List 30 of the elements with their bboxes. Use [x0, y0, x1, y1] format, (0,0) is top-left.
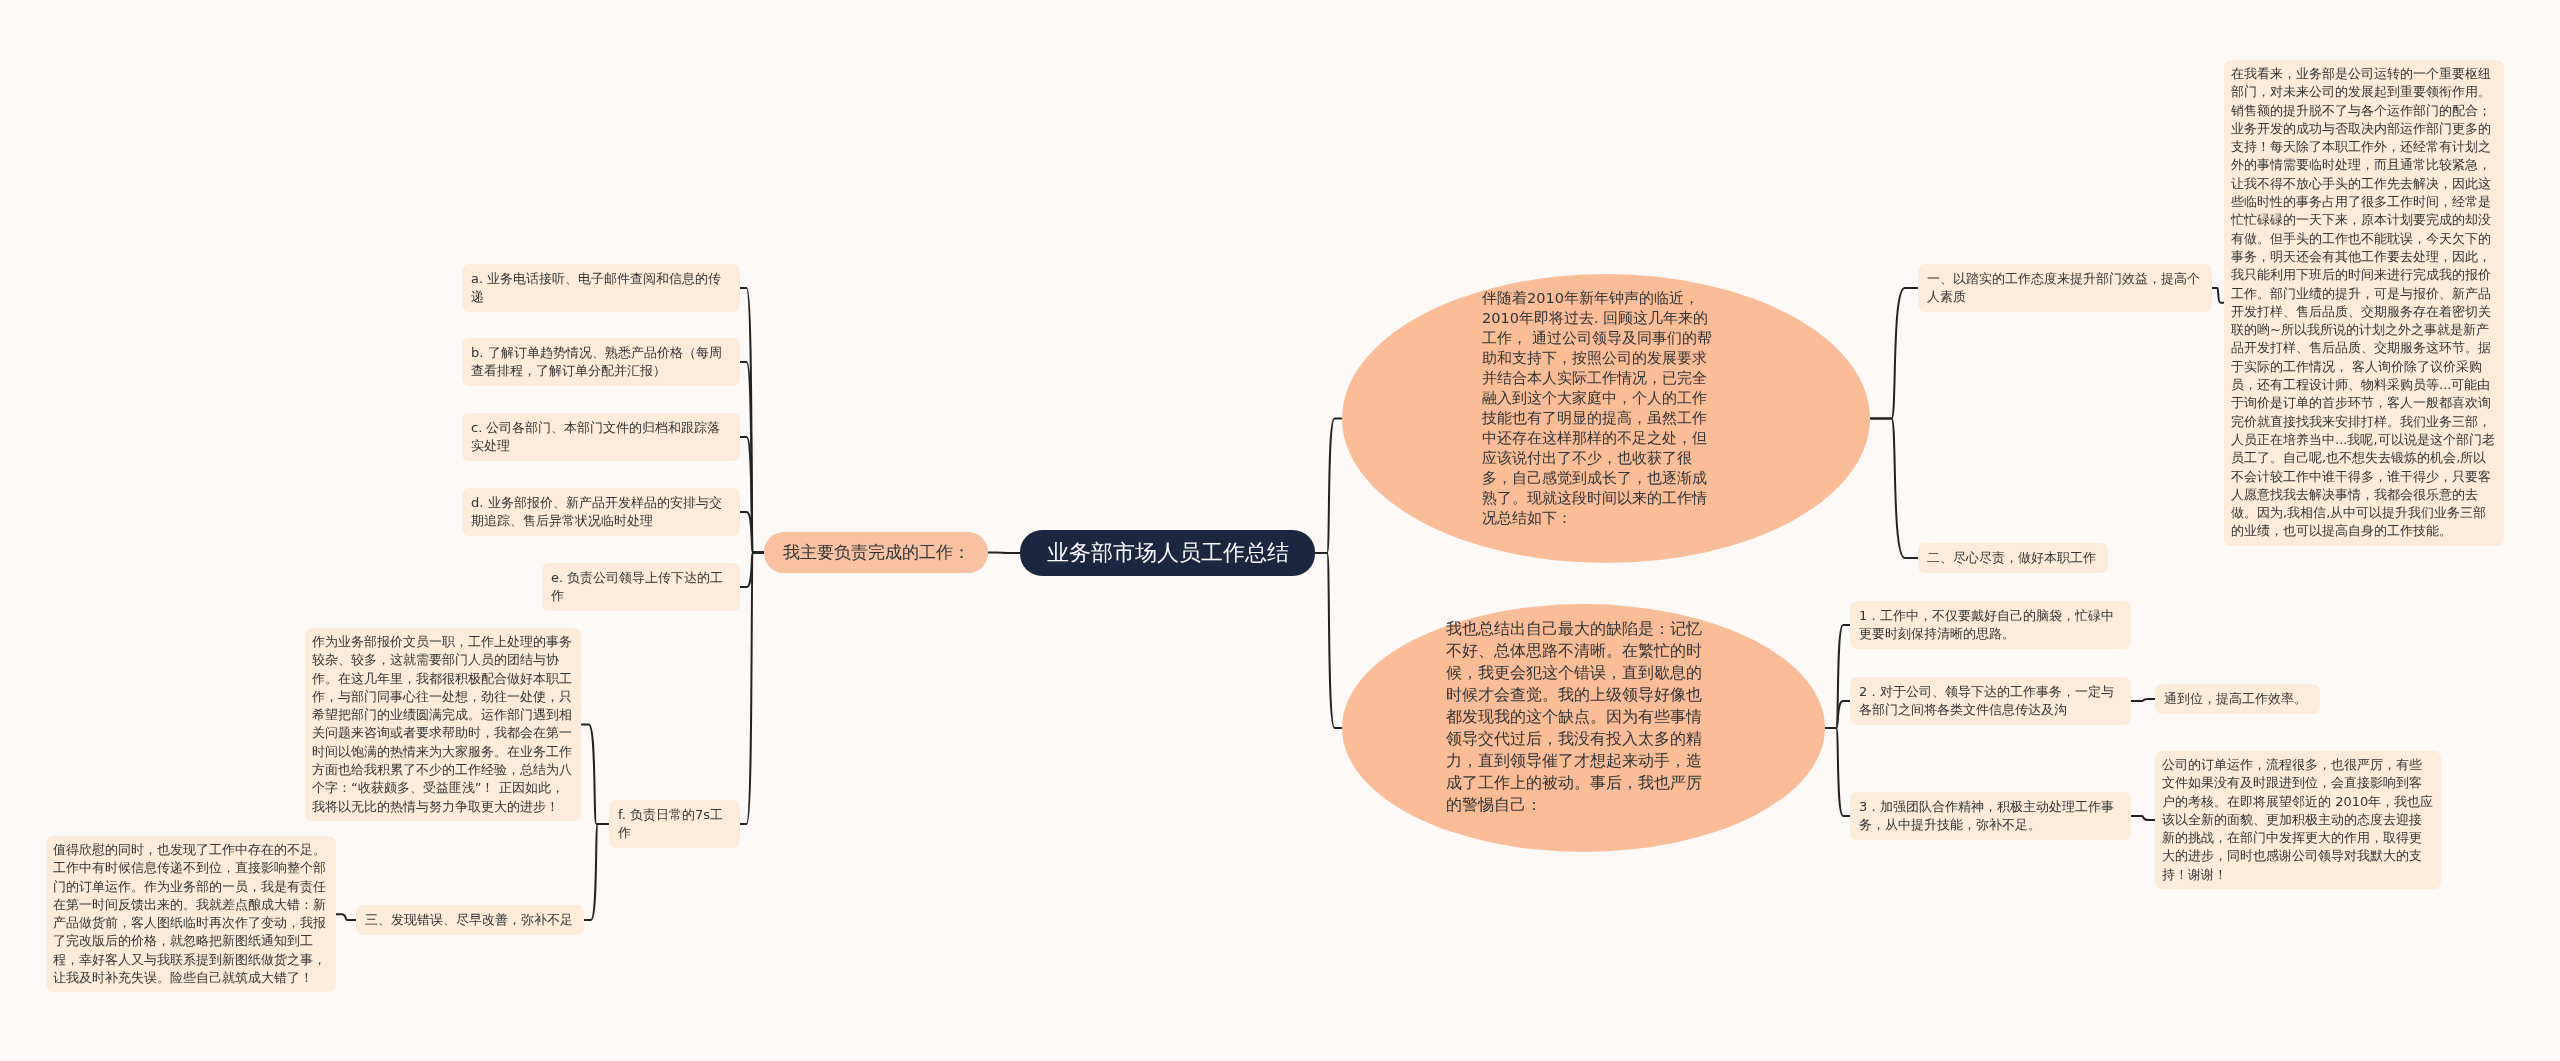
connector	[2130, 698, 2156, 702]
note-box: 在我看来，业务部是公司运转的一个重要枢纽部门，对未来公司的发展起到重要领衔作用。销售额的提升脱不了与各个运作部门的配合；业务开发的成功与否取决内部运作部门更多的支持！每天除了本职工作外，还经常有计划之外的事情需要临时处理，而且通常比较紧急，让我不得不放心手头的工作先去解决，因此这些临时性的事务占用了很多工作时间，经常是忙忙碌碌的一天下来，原本计划要完成的却没有做。但手头的工作也不能耽误，今天欠下的事务，明天还会有其他工作要去处理，因此，我只能利用下班后的时间来进行完成我的报价工作。部门业绩的提升，可是与报价、新产品开发打样、售后品质、交期服务存在着密切关联的哟~所以我所说的计划之外之事就是新产品开发打样、售后品质、交期服务这环节。据于实际的工作情况， 客人询价除了议价采购员，还有工程设计师、物料采购员等...可能由于询价是订单的首步环节，客人一般都喜欢询完价就直接找我来安排打样。我们业务三部，人员正在培养当中...我呢,可以说是这个部门老员工了。自己呢,也不想失去锻炼的机会,所以不会计较工作中谁干得多，谁干得少，只要客人愿意找我去解决事情，我都会很乐意的去做。因为,我相信,从中可以提升我们业务三部的业绩，也可以提高自身的工作技能。	[2224, 60, 2504, 546]
root-topic: 业务部市场人员工作总结	[1020, 530, 1315, 576]
topic-box: d. 业务部报价、新产品开发样品的安排与交期追踪、售后异常状况临时处理	[462, 488, 740, 536]
branch-topic: 我主要负责完成的工作：	[764, 532, 988, 573]
topic-box: 二、尽心尽责，做好本职工作	[1918, 543, 2108, 573]
topic-box: 三、发现错误、尽早改善，弥补不足	[356, 905, 584, 935]
topic-box: 3．加强团队合作精神，积极主动处理工作事务，从中提升技能，弥补不足。	[1850, 792, 2131, 840]
topic-box: b. 了解订单趋势情况、熟悉产品价格（每周查看排程，了解订单分配并汇报）	[462, 338, 740, 386]
topic-box: f. 负责日常的7s工作	[609, 800, 740, 848]
topic-text: 伴随着2010年新年钟声的临近，2010年即将过去. 回顾这几年来的工作， 通过公司领导及同事们的帮助和支持下，按照公司的发展要求并结合本人实际工作情况，已完全融入到这个大家庭中，个人的工作技能也有了明显的提高，虽然工作中还存在这样那样的不足之处，但应该说付出了不少，也收获了很多，自己感觉到成长了，也逐渐成熟了。现就这段时间以来的工作情况总结如下：	[1482, 289, 1713, 528]
note-box: 值得欣慰的同时，也发现了工作中存在的不足。工作中有时候信息传递不到位，直接影响整个部门的订单运作。作为业务部的一员，我是有责任在第一时间反馈出来的。我就差点酿成大错：新产品做货前，客人图纸临时再次作了变动，我报了完改版后的价格，就忽略把新图纸通知到工程，幸好客人又与我联系提到新图纸做货之事，让我及时补充失误。险些自己就筑成大错了！	[46, 836, 336, 993]
connector	[335, 913, 357, 921]
topic-text: 我也总结出自己最大的缺陷是：记忆不好、总体思路不清晰。在繁忙的时候，我更会犯这个错误，直到歇息的时候才会查觉。我的上级领导好像也都发现我的这个缺点。因为有些事情领导交代过后，我没有投入太多的精力，直到领导催了才想起来动手，造成了工作上的被动。事后，我也严厉的警惕自己：	[1446, 618, 1703, 816]
topic-box: 2．对于公司、领导下达的工作事务，一定与各部门之间将各类文件信息传达及沟	[1850, 677, 2131, 725]
topic-box: e. 负责公司领导上传下达的工作	[542, 563, 740, 611]
connector	[1824, 727, 1851, 817]
topic-box: 通到位，提高工作效率。	[2155, 684, 2320, 714]
topic-box: 1．工作中，不仅要戴好自己的脑袋，忙碌中更要时刻保持清晰的思路。	[1850, 601, 2131, 649]
connector	[2130, 815, 2156, 822]
connector	[739, 551, 765, 825]
topic-box: a. 业务电话接听、电子邮件查阅和信息的传递	[462, 264, 740, 312]
connector	[987, 551, 1021, 554]
topic-box: 一、以踏实的工作态度来提升部门效益，提高个人素质	[1918, 264, 2212, 312]
note-box: 作为业务部报价文员一职，工作上处理的事务较杂、较多，这就需要部门人员的团结与协作。在这几年里，我都很积极配合做好本职工作，与部门同事心往一处想，劲往一处使，只希望把部门的业绩圆满完成。运作部门遇到相关问题来咨询或者要求帮助时，我都会在第一时间以饱满的热情来为大家服务。在业务工作方面也给我积累了不少的工作经验，总结为八个字：“收获颇多、受益匪浅”！ 正因如此，我将以无比的热情与努力争取更大的进步！	[305, 628, 581, 821]
connector	[1314, 552, 1343, 729]
connector	[2211, 287, 2225, 304]
note-box: 公司的订单运作，流程很多，也很严厉，有些文件如果没有及时跟进到位，会直接影响到客户的考核。在即将展望邻近的 2010年，我也应该以全新的面貌、更加积极主动的态度去迎接新的挑战，在部门中发挥更大的作用，取得更大的进步，同时也感谢公司领导对我默大的支持！谢谢！	[2155, 751, 2441, 890]
connector	[583, 823, 610, 921]
topic-box: c. 公司各部门、本部门文件的归档和跟踪落实处理	[462, 413, 740, 461]
